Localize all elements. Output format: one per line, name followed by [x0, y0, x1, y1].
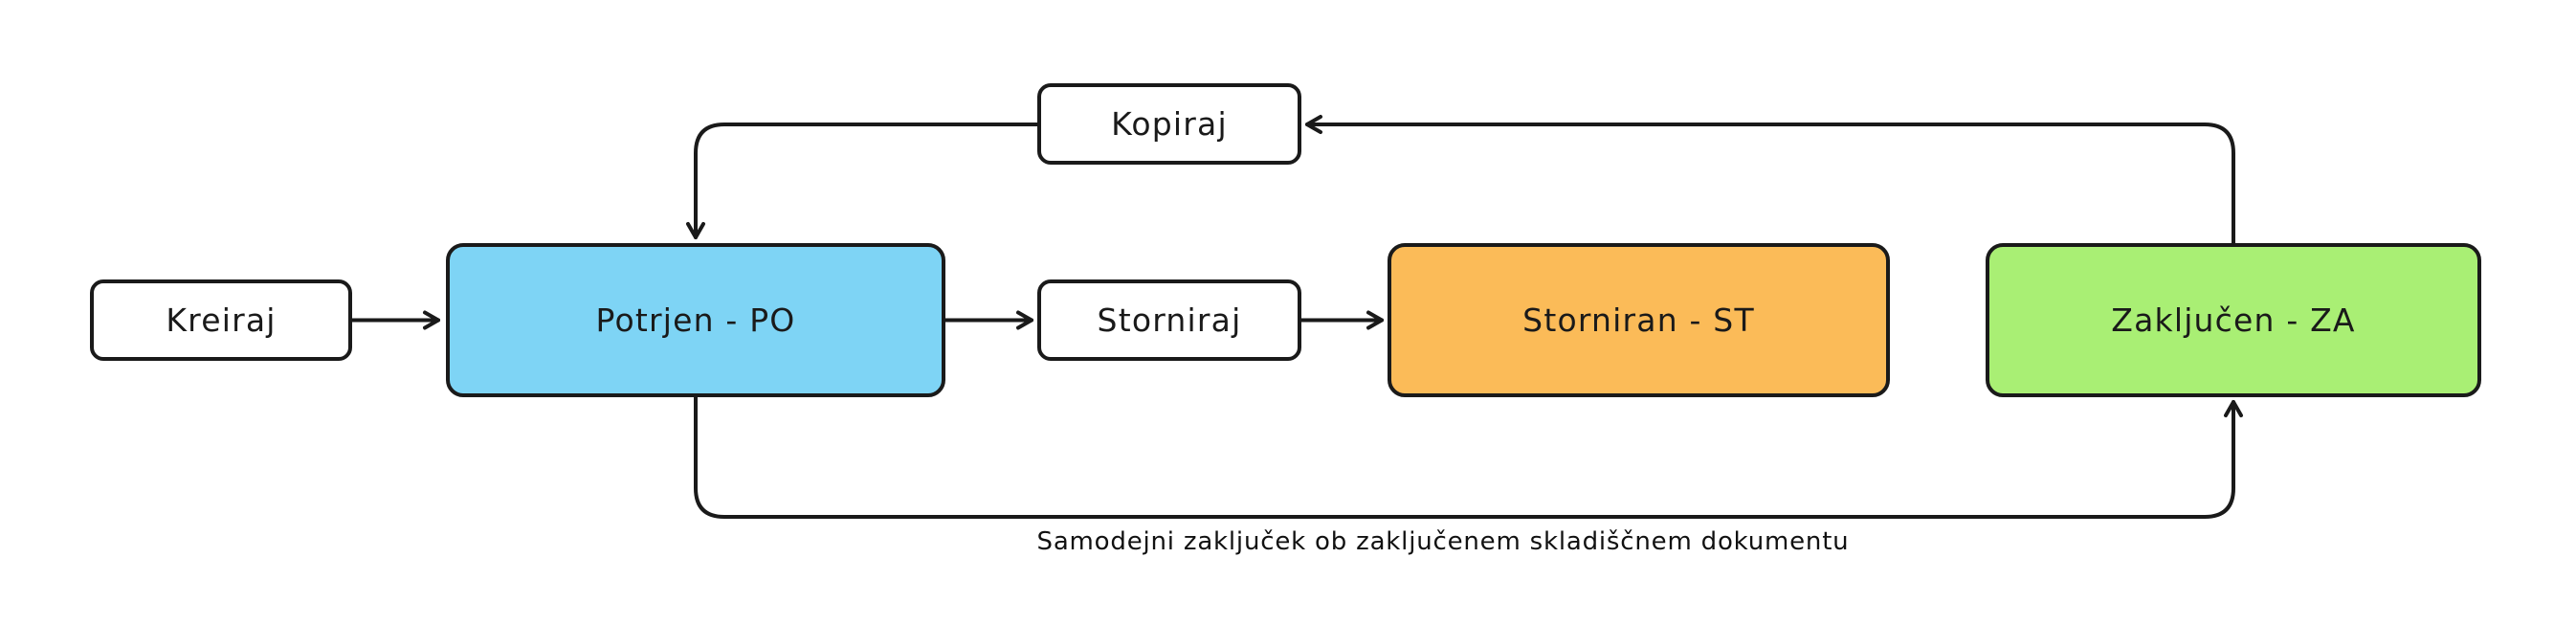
- node-kreiraj: Kreiraj: [90, 279, 352, 361]
- edge-kopiraj-to-potrjen: [686, 123, 1039, 239]
- node-potrjen-po-label: Potrjen - PO: [595, 301, 796, 339]
- node-kopiraj-label: Kopiraj: [1111, 105, 1228, 143]
- node-storniran-st-label: Storniran - ST: [1522, 301, 1755, 339]
- edge-zakljucen-to-kopiraj: [1305, 115, 2235, 245]
- node-kopiraj: Kopiraj: [1037, 83, 1301, 165]
- node-potrjen-po: Potrjen - PO: [446, 243, 945, 397]
- node-storniran-st: Storniran - ST: [1388, 243, 1890, 397]
- edge-potrjen-to-zakljucen: [694, 394, 2243, 519]
- edge-caption: Samodejni zaključek ob zaključenem sklad…: [1036, 527, 1850, 556]
- node-zakljucen-za: Zaključen - ZA: [1986, 243, 2481, 397]
- node-zakljucen-za-label: Zaključen - ZA: [2111, 301, 2356, 339]
- node-storniraj: Storniraj: [1037, 279, 1301, 361]
- node-kreiraj-label: Kreiraj: [166, 301, 277, 339]
- node-storniraj-label: Storniraj: [1097, 301, 1242, 339]
